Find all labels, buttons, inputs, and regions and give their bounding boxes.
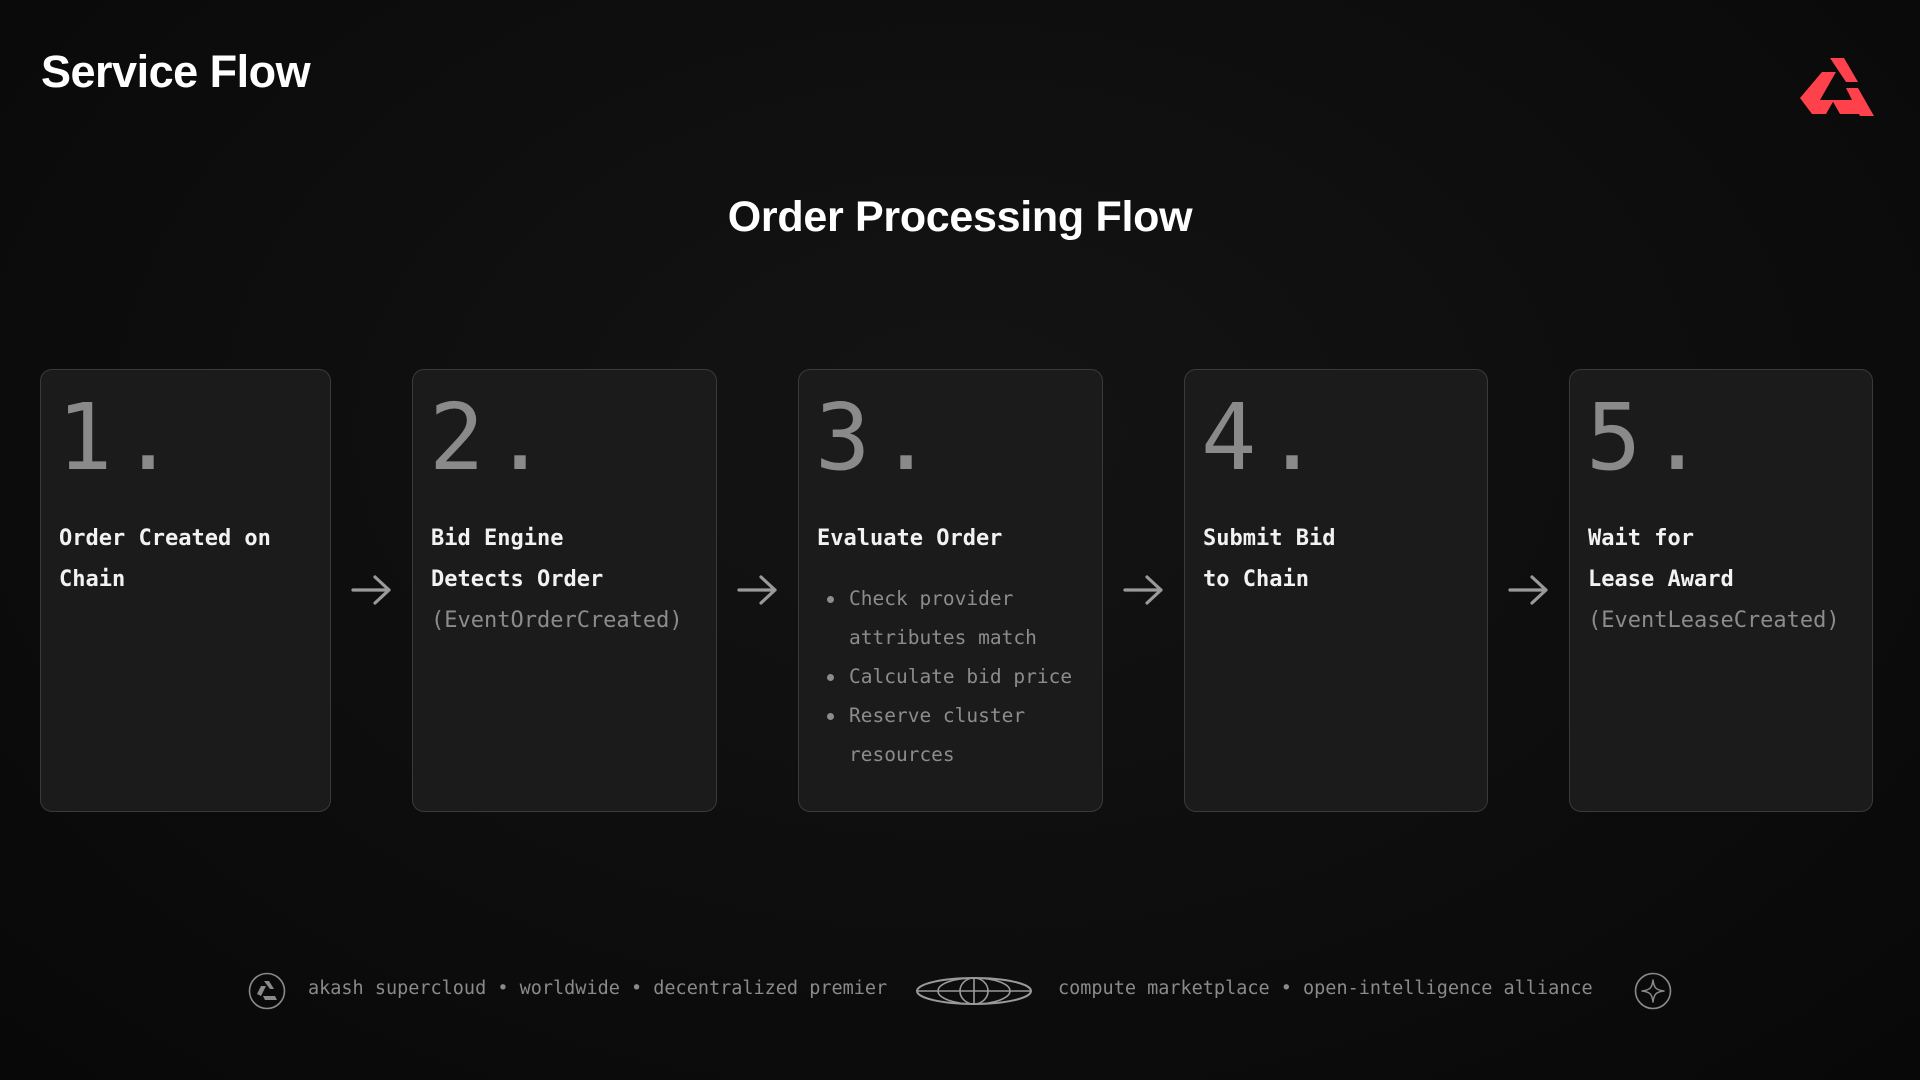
step-card-5: 5. Wait for Lease Award (EventLeaseCreat…	[1569, 369, 1873, 812]
akash-circle-icon	[248, 972, 286, 1010]
bullet-dot	[827, 713, 834, 720]
list-item: Reserve cluster resources	[827, 696, 1092, 774]
step-title: Order Created on Chain	[59, 526, 271, 592]
globe-icon	[916, 977, 1032, 1005]
diagram-title: Order Processing Flow	[727, 193, 1193, 241]
footer-tagline-right: compute marketplace • open-intelligence …	[1058, 978, 1593, 999]
step-number: 5.	[1586, 384, 1713, 491]
step-card-3: 3. Evaluate Order Check provider attribu…	[798, 369, 1103, 812]
step-title: Wait for Lease Award	[1588, 526, 1734, 592]
sparkle-icon	[1634, 972, 1672, 1010]
bullet-text: Reserve cluster resources	[849, 704, 1026, 766]
step-title: Bid Engine Detects Order	[431, 526, 604, 592]
arrow-right-icon	[737, 575, 777, 605]
step-number: 3.	[815, 384, 942, 491]
bullet-text: Calculate bid price	[849, 665, 1073, 688]
step-title: Submit Bid to Chain	[1203, 526, 1336, 592]
step-event-label: (EventOrderCreated)	[431, 608, 683, 633]
arrow-right-icon	[1123, 575, 1163, 605]
step-bullet-list: Check provider attributes match Calculat…	[827, 579, 1092, 774]
step-card-2: 2. Bid Engine Detects Order (EventOrderC…	[412, 369, 717, 812]
arrow-right-icon	[351, 575, 391, 605]
footer-tagline-left: akash supercloud • worldwide • decentral…	[308, 978, 888, 999]
step-card-4: 4. Submit Bid to Chain	[1184, 369, 1488, 812]
step-card-1: 1. Order Created on Chain	[40, 369, 331, 812]
bullet-text: Check provider attributes match	[849, 587, 1037, 649]
step-number: 1.	[57, 384, 184, 491]
akash-logo-icon	[1800, 58, 1874, 116]
bullet-dot	[827, 674, 834, 681]
bullet-dot	[827, 596, 834, 603]
step-number: 2.	[429, 384, 556, 491]
list-item: Check provider attributes match	[827, 579, 1092, 657]
page-title: Service Flow	[41, 46, 311, 97]
step-title: Evaluate Order	[817, 526, 1003, 551]
arrow-right-icon	[1508, 575, 1548, 605]
list-item: Calculate bid price	[827, 657, 1092, 696]
step-event-label: (EventLeaseCreated)	[1588, 608, 1840, 633]
step-number: 4.	[1201, 384, 1328, 491]
